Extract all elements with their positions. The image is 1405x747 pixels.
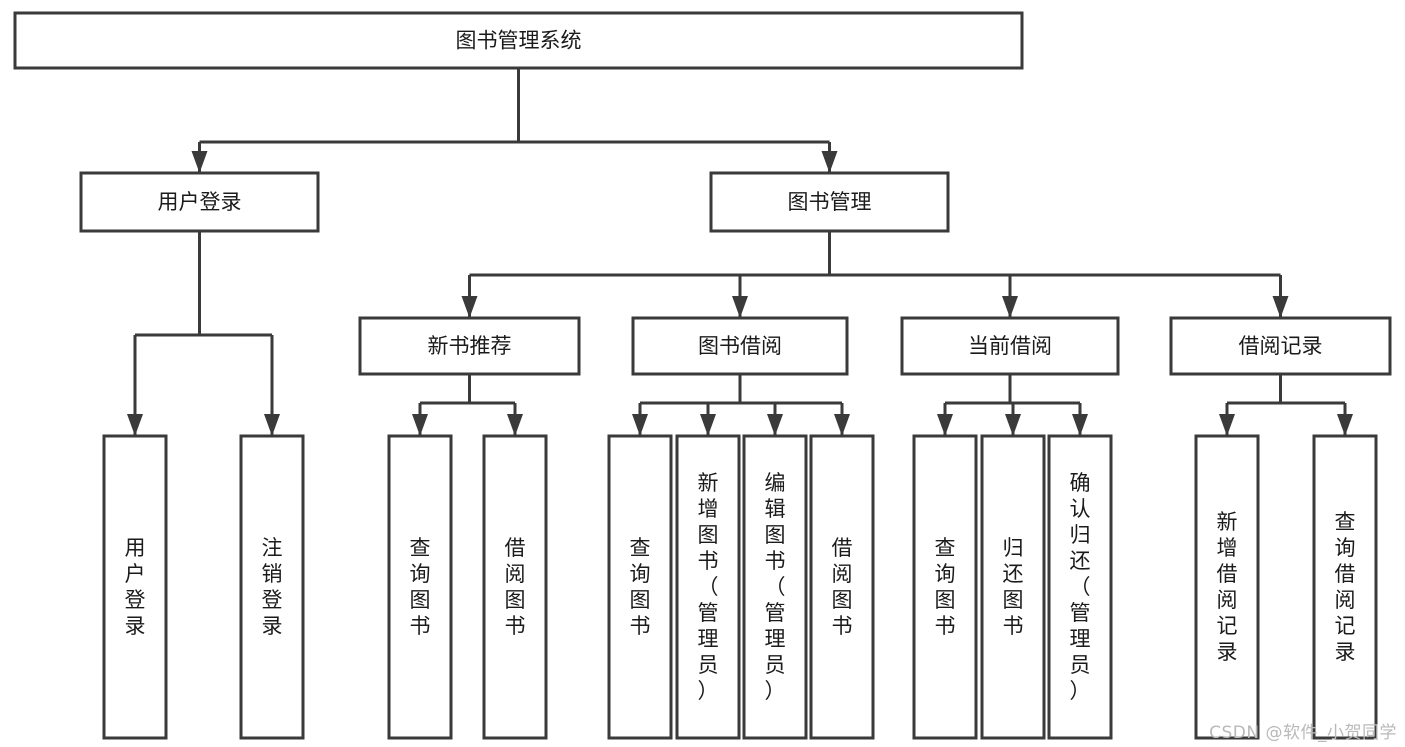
node-box xyxy=(482,434,548,740)
node-label: 查询图书 xyxy=(630,536,651,638)
arrow-head-icon xyxy=(767,414,783,436)
arrow-head-icon xyxy=(461,296,478,318)
arrow-head-icon xyxy=(834,414,850,436)
node-label: 注销登录 xyxy=(262,536,283,638)
arrow-head-icon xyxy=(1272,296,1289,318)
arrow-head-icon xyxy=(732,296,748,318)
node-box xyxy=(631,316,849,376)
node-box xyxy=(709,171,950,233)
arrow-head-icon xyxy=(1219,414,1235,436)
node-label: 新书推荐 xyxy=(428,334,512,358)
node-box xyxy=(1194,434,1260,740)
arrow-head-icon xyxy=(1005,414,1021,436)
node-leaf-borrow-book-1[interactable]: 借阅图书 xyxy=(482,434,548,740)
node-box xyxy=(675,434,741,740)
node-leaf-query-book-2[interactable]: 查询图书 xyxy=(607,434,673,740)
node-boxes-layer: 图书管理系统用户登录图书管理新书推荐图书借阅当前借阅借阅记录用户登录注销登录查询… xyxy=(13,11,1392,740)
node-box xyxy=(980,434,1046,740)
arrow-head-icon xyxy=(632,414,648,436)
node-current-borrow[interactable]: 当前借阅 xyxy=(900,316,1120,376)
node-box xyxy=(742,434,808,740)
node-box xyxy=(1312,434,1378,740)
node-label: 借阅记录 xyxy=(1239,334,1323,358)
node-label: 查询借阅记录 xyxy=(1335,510,1356,664)
node-user-login[interactable]: 用户登录 xyxy=(79,171,320,233)
node-root[interactable]: 图书管理系统 xyxy=(13,11,1024,70)
node-label: 图书管理系统 xyxy=(456,29,582,53)
node-leaf-add-record[interactable]: 新增借阅记录 xyxy=(1194,434,1260,740)
node-label: 确认归还（管理员） xyxy=(1070,471,1091,703)
node-box xyxy=(387,434,453,740)
node-book-manage[interactable]: 图书管理 xyxy=(709,171,950,233)
node-box xyxy=(1169,316,1392,376)
node-label: 用户登录 xyxy=(125,536,146,638)
node-label: 查询图书 xyxy=(410,536,431,638)
node-box xyxy=(900,316,1120,376)
node-label: 查询图书 xyxy=(935,536,956,638)
node-leaf-query-record[interactable]: 查询借阅记录 xyxy=(1312,434,1378,740)
arrow-head-icon xyxy=(507,414,523,436)
arrow-head-icon xyxy=(191,151,208,173)
node-label: 编辑图书（管理员） xyxy=(765,471,786,703)
arrow-head-icon xyxy=(412,414,428,436)
arrow-head-icon xyxy=(127,414,143,436)
node-borrow-record[interactable]: 借阅记录 xyxy=(1169,316,1392,376)
node-label: 借阅图书 xyxy=(832,536,853,638)
arrow-head-icon xyxy=(264,414,280,436)
node-leaf-edit-book[interactable]: 编辑图书（管理员） xyxy=(742,434,808,740)
node-box xyxy=(607,434,673,740)
arrow-head-icon xyxy=(1337,414,1353,436)
arrow-head-icon xyxy=(937,414,953,436)
node-book-borrow[interactable]: 图书借阅 xyxy=(631,316,849,376)
node-leaf-query-book-1[interactable]: 查询图书 xyxy=(387,434,453,740)
arrow-head-icon xyxy=(821,151,838,173)
node-box xyxy=(79,171,320,233)
node-box xyxy=(809,434,875,740)
node-box xyxy=(102,434,168,740)
node-leaf-borrow-book-2[interactable]: 借阅图书 xyxy=(809,434,875,740)
csdn-watermark: CSDN @软件_小贺同学 xyxy=(1209,723,1397,743)
arrow-head-icon xyxy=(1002,296,1018,318)
node-new-book-recommend[interactable]: 新书推荐 xyxy=(358,316,581,376)
node-leaf-confirm-return[interactable]: 确认归还（管理员） xyxy=(1047,434,1113,740)
node-leaf-user-logout[interactable]: 注销登录 xyxy=(239,434,305,740)
arrow-head-icon xyxy=(1072,414,1088,436)
node-label: 图书管理 xyxy=(788,190,872,214)
node-label: 归还图书 xyxy=(1003,536,1024,638)
node-leaf-query-book-3[interactable]: 查询图书 xyxy=(912,434,978,740)
node-label: 借阅图书 xyxy=(505,536,526,638)
node-box xyxy=(239,434,305,740)
node-box xyxy=(1047,434,1113,740)
node-leaf-add-book[interactable]: 新增图书（管理员） xyxy=(675,434,741,740)
node-leaf-return-book[interactable]: 归还图书 xyxy=(980,434,1046,740)
node-label: 图书借阅 xyxy=(698,334,782,358)
node-label: 新增图书（管理员） xyxy=(698,471,719,703)
node-label: 用户登录 xyxy=(158,190,242,214)
connectors-layer xyxy=(127,68,1353,436)
node-box xyxy=(13,11,1024,70)
arrow-head-icon xyxy=(700,414,716,436)
node-box xyxy=(912,434,978,740)
node-leaf-user-login[interactable]: 用户登录 xyxy=(102,434,168,740)
node-label: 新增借阅记录 xyxy=(1217,510,1238,664)
node-label: 当前借阅 xyxy=(968,334,1052,358)
node-box xyxy=(358,316,581,376)
